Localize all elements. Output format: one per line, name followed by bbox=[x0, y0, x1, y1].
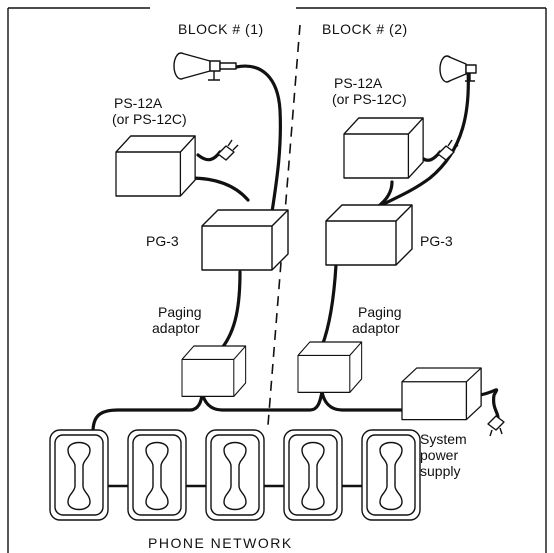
pg3-to-adaptor-cable-left bbox=[220, 270, 242, 350]
paging-adaptor-box-left bbox=[181, 345, 247, 397]
phone-handset-icon bbox=[283, 429, 343, 521]
phone-network-group bbox=[49, 429, 421, 521]
ps-plug-cord-left bbox=[196, 150, 222, 162]
paging-adaptor-label-left-line1: Paging bbox=[158, 304, 202, 320]
system-power-supply-box bbox=[401, 367, 482, 421]
ps12a-box-right bbox=[343, 117, 424, 179]
pg3-label-right: PG-3 bbox=[420, 233, 453, 249]
phone-handset-icon bbox=[127, 429, 187, 521]
phone-handset-icon bbox=[49, 429, 109, 521]
ps12a-label-right-line1: PS-12A bbox=[334, 75, 383, 91]
ps12a-label-left-line2: (or PS-12C) bbox=[112, 111, 187, 127]
speaker-cable-left bbox=[234, 64, 282, 214]
system-label-line1: System bbox=[420, 431, 467, 447]
system-label-line2: power bbox=[420, 447, 458, 463]
paging-adaptor-box-right bbox=[297, 341, 363, 393]
phone-handset-icon bbox=[361, 429, 421, 521]
ps12a-box-left bbox=[115, 135, 196, 197]
plug-icon-left bbox=[217, 139, 239, 161]
system-supply-cord bbox=[478, 388, 500, 420]
ps12a-label-left-line1: PS-12A bbox=[114, 95, 163, 111]
pg3-label-left: PG-3 bbox=[146, 233, 179, 249]
ps-to-pg3-cable-left bbox=[188, 176, 250, 202]
pg3-box-left bbox=[201, 209, 289, 271]
paging-adaptor-label-left-line2: adaptor bbox=[152, 320, 200, 336]
speaker-icon-right bbox=[439, 55, 477, 83]
phone-handset-icon bbox=[205, 429, 265, 521]
ps12a-label-right-line2: (or PS-12C) bbox=[332, 91, 407, 107]
system-label-line3: supply bbox=[420, 463, 460, 479]
speaker-icon-left bbox=[173, 52, 237, 81]
pg3-box-right bbox=[325, 204, 413, 266]
phone-network-label: PHONE NETWORK bbox=[148, 535, 293, 551]
speaker-cable-right bbox=[374, 68, 470, 210]
block1-label: BLOCK # (1) bbox=[178, 21, 264, 37]
pg3-to-adaptor-cable-right bbox=[320, 263, 338, 348]
network-bus-cable bbox=[91, 390, 407, 434]
paging-adaptor-label-right-line2: adaptor bbox=[352, 320, 400, 336]
paging-adaptor-label-right-line1: Paging bbox=[358, 304, 402, 320]
block2-label: BLOCK # (2) bbox=[322, 21, 408, 37]
plug-icon-system bbox=[487, 415, 505, 437]
plug-icon-right bbox=[437, 139, 459, 161]
